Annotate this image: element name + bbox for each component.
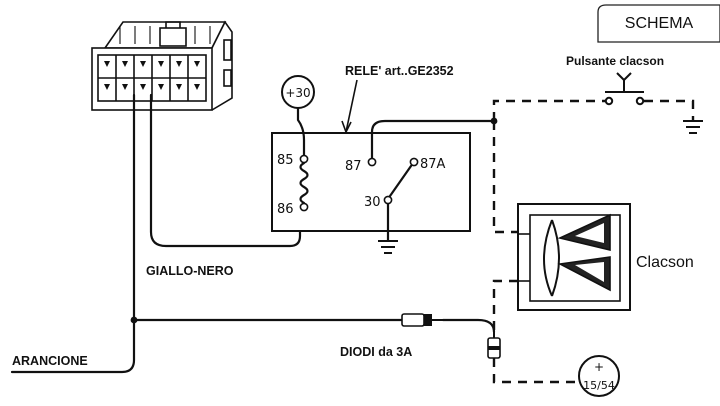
relay-title: RELE' art..GE2352	[345, 64, 454, 78]
supply-15-54: + 15/54	[578, 355, 620, 397]
button-ground-wire	[644, 99, 695, 120]
yellow-black-label: GIALLO-NERO	[146, 264, 234, 278]
horn-label: Clacson	[636, 254, 694, 271]
pin-30-label: 30	[364, 195, 381, 210]
junction-dot	[130, 316, 138, 324]
horn-feed-wire	[492, 121, 518, 234]
connector-block	[91, 20, 233, 111]
horn-button-switch	[604, 72, 645, 106]
pin-85-label: 85	[277, 153, 294, 168]
diode-vertical	[487, 332, 501, 359]
yellow-black-wire	[149, 93, 302, 248]
relay-switch: 87 87A 30	[345, 119, 496, 242]
supply-30-label: +30	[285, 86, 310, 100]
schema-badge: SCHEMA	[597, 4, 720, 43]
horn-return-wire	[492, 279, 518, 332]
orange-label: ARANCIONE	[12, 354, 88, 368]
pin-86-label: 86	[277, 202, 294, 217]
horn-symbol	[517, 203, 631, 311]
ground-symbol-button	[683, 120, 703, 134]
supply-15-54-label: 15/54	[583, 379, 615, 392]
diode-link-wire	[441, 318, 496, 334]
ground-symbol-relay	[378, 240, 398, 254]
relay-coil: 85 86	[277, 153, 309, 217]
pin-87-label: 87	[345, 159, 362, 174]
diode-horizontal	[401, 313, 443, 327]
diodes-label: DIODI da 3A	[340, 345, 412, 359]
schema-badge-text: SCHEMA	[625, 15, 694, 32]
button-feed-wire	[492, 99, 605, 121]
orange-wire	[10, 93, 136, 374]
horn-button-label: Pulsante clacson	[566, 54, 664, 68]
supply-30: +30	[281, 75, 315, 157]
supply-15-54-plus: +	[594, 360, 604, 374]
pin-87a-label: 87A	[420, 157, 446, 172]
feed-15-54-wire	[492, 358, 577, 384]
